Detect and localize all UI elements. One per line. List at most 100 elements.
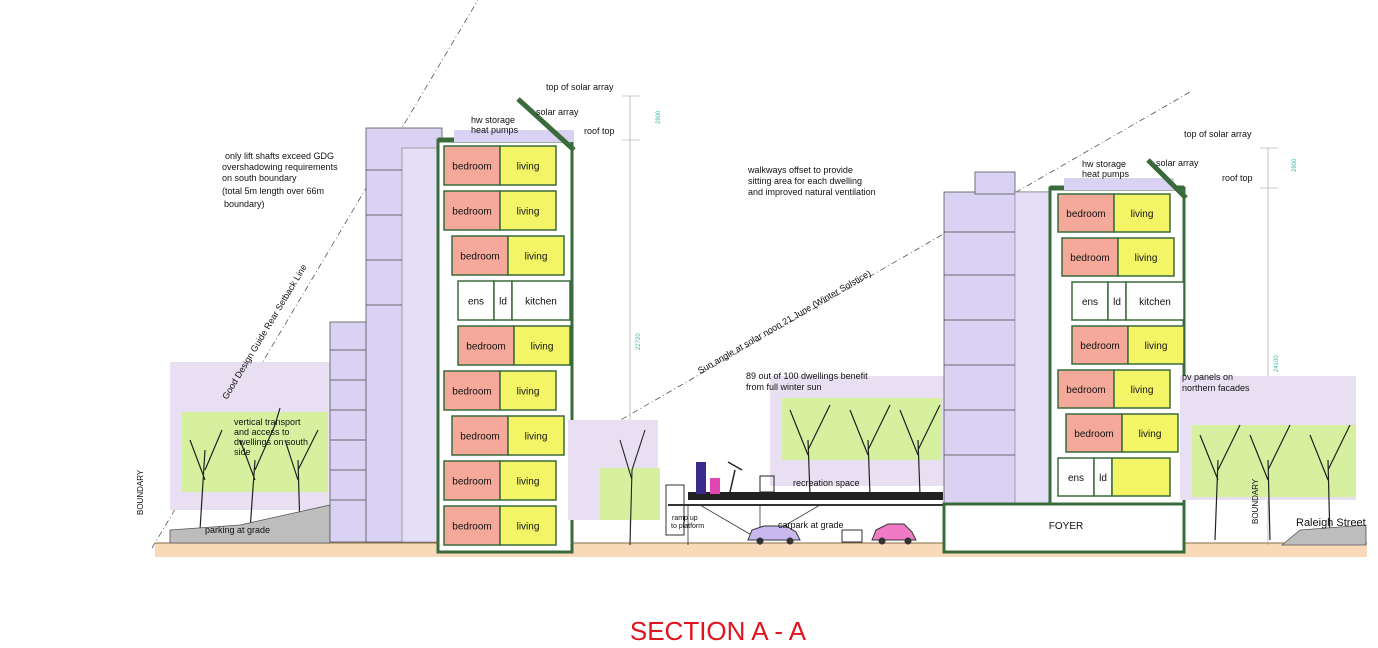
ramp-label-1: ramp up — [672, 515, 698, 522]
recreation-label: recreation space — [793, 478, 860, 488]
recreation-platform — [688, 492, 943, 500]
room-living-label: living — [1131, 209, 1154, 220]
room-living — [513, 325, 571, 366]
room-living-label: living — [517, 162, 540, 173]
west-boundary-label: BOUNDARY — [136, 469, 145, 515]
car-pink — [871, 523, 917, 541]
west-hw-label-1: hw storage — [471, 115, 515, 125]
car-purple — [747, 525, 801, 541]
room-bedroom — [1061, 237, 1119, 277]
west-top-solar-label: top of solar array — [546, 82, 614, 92]
room-bedroom-label: bedroom — [460, 252, 499, 263]
room-living — [499, 190, 557, 231]
room-bedroom — [457, 325, 515, 366]
lift-note-3: on south boundary — [222, 173, 297, 183]
vt-note-3: dwellings on south — [234, 437, 308, 447]
room-ensuite — [1057, 457, 1095, 497]
west-hw-label-2: heat pumps — [471, 125, 519, 135]
room-living — [1117, 237, 1175, 277]
east-roof-label: roof top — [1222, 173, 1253, 183]
dwellings-note-1: 89 out of 100 dwellings benefit — [746, 371, 868, 381]
walkway-note-2: sitting area for each dwelling — [748, 176, 862, 186]
room-bedroom — [451, 415, 509, 456]
room-living-label: living — [1139, 429, 1162, 440]
walkway-note-1: walkways offset to provide — [747, 165, 853, 175]
room-ensuite-label: ens — [468, 297, 484, 308]
room-living — [1121, 413, 1179, 453]
room-living-label: living — [517, 207, 540, 218]
vt-note-1: vertical transport — [234, 417, 301, 427]
room-bedroom-label: bedroom — [1066, 385, 1105, 396]
room-ensuite-label: ens — [1082, 297, 1098, 308]
room-bedroom-label: bedroom — [460, 432, 499, 443]
carpark-label: carpark at grade — [778, 520, 844, 530]
room-bedroom-label: bedroom — [452, 162, 491, 173]
room-bedroom-label: bedroom — [1074, 429, 1113, 440]
lift-note-1: only lift shafts exceed GDG — [225, 151, 334, 161]
room-bedroom-label: bedroom — [452, 522, 491, 533]
room-bedroom-label: bedroom — [1070, 253, 1109, 264]
east-solar-array — [1146, 158, 1188, 200]
room-bedroom — [1065, 413, 1123, 453]
east-dim-top: 2800 — [1292, 158, 1298, 172]
lift-note-5: boundary) — [224, 199, 265, 209]
pv-note-2: northern facades — [1182, 383, 1250, 393]
east-boundary-label: BOUNDARY — [1251, 478, 1260, 524]
west-roof-label: roof top — [584, 126, 615, 136]
room-living-label: living — [517, 387, 540, 398]
room-kitchen-label: kitchen — [525, 297, 557, 308]
room-living-label: living — [517, 522, 540, 533]
room-living — [499, 145, 557, 186]
room-living-label: living — [517, 477, 540, 488]
room-bedroom-label: bedroom — [452, 207, 491, 218]
ramp-label-2: to platform — [671, 523, 704, 530]
room-living — [499, 505, 557, 546]
sun-angle-label: Sun angle at solar noon 21 June (Winter … — [696, 268, 873, 376]
section-title: SECTION A - A — [630, 616, 807, 646]
room-kitchen — [1125, 281, 1185, 321]
lift-note-2: overshadowing requirements — [222, 162, 338, 172]
east-hw-label-2: heat pumps — [1082, 169, 1130, 179]
east-top-solar-label: top of solar array — [1184, 129, 1252, 139]
room-living — [499, 460, 557, 501]
room-ensuite-label: ens — [1068, 473, 1084, 484]
lift-note-4: (total 5m length over 66m — [222, 186, 324, 196]
room-living-label: living — [525, 252, 548, 263]
room-bedroom — [451, 235, 509, 276]
east-hw-label-1: hw storage — [1082, 159, 1126, 169]
sun-angle-line — [564, 91, 1191, 453]
west-dim-top: 2800 — [656, 110, 662, 124]
west-solar-label: solar array — [536, 107, 579, 117]
dwellings-note-2: from full winter sun — [746, 382, 822, 392]
room-living-label: living — [531, 342, 554, 353]
room-ld-label: ld — [1113, 297, 1121, 308]
room-living-label: living — [1135, 253, 1158, 264]
room-bedroom — [443, 190, 501, 231]
room-ensuite — [457, 280, 495, 321]
room-ld-label: ld — [1099, 473, 1107, 484]
vt-note-4: side — [234, 447, 251, 457]
vt-note-2: and access to — [234, 427, 290, 437]
west-solar-array — [516, 97, 576, 152]
room-kitchen-label: kitchen — [1139, 297, 1171, 308]
foyer-label: FOYER — [1049, 521, 1083, 532]
room-living — [1127, 325, 1185, 365]
room-ensuite — [1071, 281, 1109, 321]
room-bedroom-label: bedroom — [466, 342, 505, 353]
parking-label: parking at grade — [205, 525, 270, 535]
room-ld-label: ld — [499, 297, 507, 308]
west-dim-main: 22720 — [636, 333, 642, 350]
room-living — [499, 370, 557, 411]
room-living — [1113, 369, 1171, 409]
east-dim-main: 24100 — [1274, 355, 1280, 372]
room-living — [507, 235, 565, 276]
room-bedroom-label: bedroom — [1066, 209, 1105, 220]
room-living-label: living — [1131, 385, 1154, 396]
room-living-label: living — [1145, 341, 1168, 352]
room-kitchen — [511, 280, 571, 321]
room-bedroom — [443, 370, 501, 411]
room-bedroom-label: bedroom — [452, 477, 491, 488]
tree-canopy-mid-west — [600, 468, 660, 520]
room-bedroom-label: bedroom — [1080, 341, 1119, 352]
